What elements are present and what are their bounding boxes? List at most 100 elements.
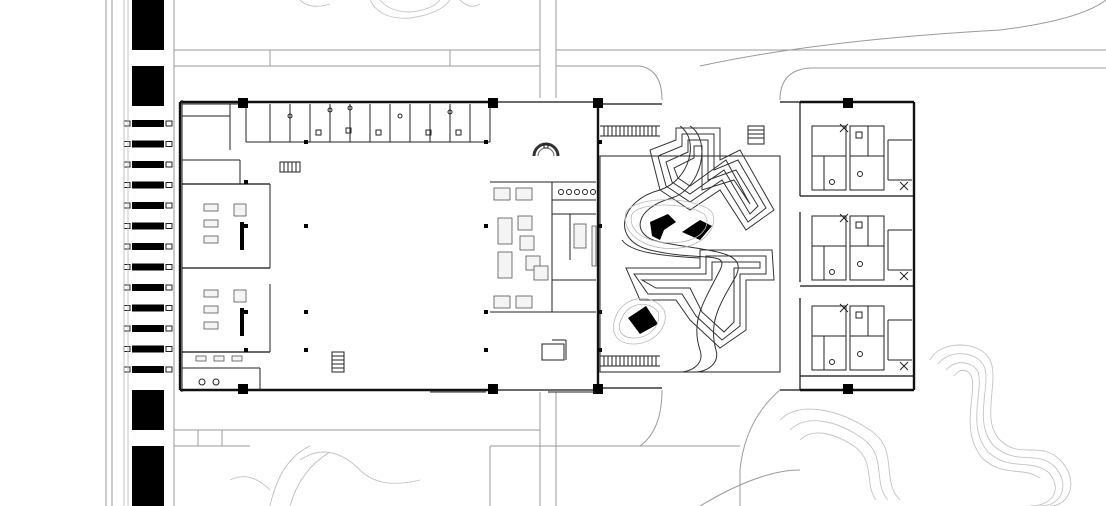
desk <box>213 355 225 362</box>
fin-cap <box>123 346 131 352</box>
armchair <box>515 295 533 309</box>
desk <box>203 305 219 314</box>
column <box>304 348 308 352</box>
fin-cap <box>165 243 173 250</box>
room <box>849 305 885 371</box>
column <box>304 224 308 228</box>
fin-cap <box>123 325 131 332</box>
sink-icon <box>198 378 206 386</box>
landscape-contours <box>229 0 1072 506</box>
fin-cap <box>165 223 173 229</box>
west-colonnade <box>123 0 173 506</box>
door-swing <box>899 181 909 191</box>
column <box>244 224 248 228</box>
column <box>304 310 308 314</box>
sink-icon <box>212 378 220 386</box>
toilet-icon <box>829 269 835 275</box>
column <box>304 140 308 144</box>
fin-cap <box>123 284 131 291</box>
counter <box>591 225 597 267</box>
fin-cap <box>165 325 173 332</box>
fixture <box>315 129 322 136</box>
stair-icon <box>747 125 765 145</box>
fin-cap <box>123 141 131 147</box>
desk <box>195 355 207 362</box>
fin-cap <box>165 202 173 209</box>
fixture <box>397 113 403 119</box>
room <box>811 305 847 371</box>
fin-cap <box>165 161 173 168</box>
desk <box>203 289 219 298</box>
fixture <box>447 109 453 115</box>
colonnade-fin <box>132 222 164 230</box>
colonnade-fin <box>132 325 164 332</box>
fin-cap <box>165 120 173 127</box>
colonnade-fin <box>132 181 164 189</box>
desk <box>203 321 219 330</box>
column <box>484 140 488 144</box>
colonnade-fin <box>132 284 164 291</box>
colonnade-fin <box>132 120 164 127</box>
toilet-icon <box>857 351 863 357</box>
sofa <box>497 251 513 279</box>
door-swing <box>899 361 909 371</box>
fixture <box>287 113 293 119</box>
sink-icon <box>855 221 863 229</box>
toilet-icon <box>566 189 572 195</box>
toilet-icon <box>829 359 835 365</box>
reception-desk-icon <box>532 142 560 157</box>
desk <box>233 289 247 303</box>
main-hall <box>178 98 603 394</box>
fixture <box>455 129 462 136</box>
fin-cap <box>165 366 173 373</box>
colonnade-fin <box>132 366 164 373</box>
desk <box>203 219 219 228</box>
fixture <box>375 129 382 136</box>
site-context <box>105 0 1106 506</box>
door-swing <box>839 303 849 313</box>
fin-cap <box>123 182 131 188</box>
toilet-icon <box>857 171 863 177</box>
armchair <box>515 187 533 201</box>
colonnade-fin <box>132 345 164 353</box>
planter <box>628 306 658 334</box>
column <box>484 348 488 352</box>
sink-icon <box>855 311 863 319</box>
desk <box>233 203 247 217</box>
column <box>484 310 488 314</box>
door-swing <box>839 213 849 223</box>
fixture <box>327 107 333 113</box>
maze-pattern-upper <box>649 127 775 231</box>
desk <box>203 235 219 244</box>
door-swing <box>899 271 909 281</box>
fin-cap <box>165 141 173 147</box>
room <box>811 125 847 191</box>
toilet-icon <box>857 261 863 267</box>
fin-cap <box>123 366 131 373</box>
toilet-icon <box>574 189 580 195</box>
room <box>849 125 885 191</box>
column <box>244 180 248 184</box>
fin-cap <box>123 305 131 311</box>
partition-wall <box>240 308 244 336</box>
maze-pattern-lower <box>625 249 775 349</box>
toilet-icon <box>582 189 588 195</box>
desk <box>231 355 243 362</box>
seat <box>533 265 549 281</box>
courtyard <box>599 103 781 389</box>
toilet-icon <box>829 179 835 185</box>
fin-cap <box>123 120 131 127</box>
armchair <box>493 295 511 309</box>
colonnade-fin <box>132 140 164 148</box>
column <box>598 140 602 144</box>
fin-cap <box>165 284 173 291</box>
colonnade-fin <box>132 263 164 271</box>
desk <box>203 203 219 212</box>
stair-icon <box>331 351 345 373</box>
sink-icon <box>855 131 863 139</box>
fixture <box>425 129 432 136</box>
column <box>244 310 248 314</box>
counter <box>573 223 587 249</box>
fin-cap <box>123 264 131 270</box>
